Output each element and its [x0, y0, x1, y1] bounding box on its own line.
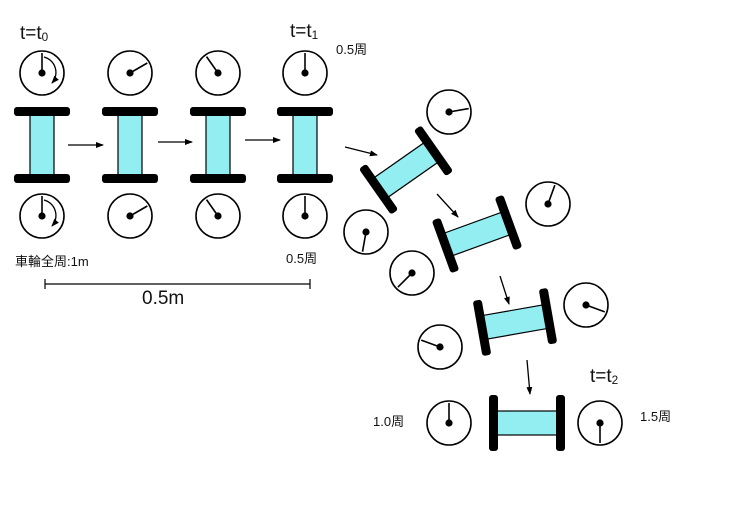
step-arrow: [344, 146, 378, 157]
wheel-bar-bottom: [190, 174, 246, 183]
axle-assembly: [473, 288, 557, 356]
wheel: [525, 181, 571, 227]
wheel-bar-top: [14, 107, 70, 116]
wheel: [282, 193, 328, 239]
wheel-hub: [126, 212, 134, 220]
axle-assembly: [190, 107, 246, 183]
wheel: [417, 324, 463, 370]
axle-shaft: [205, 113, 231, 177]
distance-label: 0.5m: [142, 288, 185, 309]
axle-shaft: [481, 304, 549, 340]
wheel-bar-top: [414, 126, 453, 176]
wheel: [577, 400, 623, 446]
wheel-hub: [214, 212, 222, 220]
axle-shaft: [442, 211, 512, 257]
wheel-bar-bottom: [14, 174, 70, 183]
axle-shaft: [495, 410, 559, 436]
wheel-bar-bottom: [432, 218, 459, 273]
axle-shaft: [117, 113, 143, 177]
wheel: [282, 50, 328, 96]
wheel: [19, 50, 65, 96]
wheel-hub: [126, 69, 134, 77]
axle-shaft: [29, 113, 55, 177]
wheel-hub: [301, 69, 309, 77]
wheel: [343, 209, 389, 255]
axle-assembly: [102, 107, 158, 183]
wheel-hub: [38, 212, 46, 220]
wheel-hub: [544, 200, 552, 208]
wheel: [19, 193, 65, 239]
axle-assembly: [489, 395, 565, 451]
axle-assembly: [432, 195, 522, 273]
step-arrow: [499, 275, 510, 305]
rotation-label-top: 0.5周: [336, 42, 368, 57]
wheel-hub: [436, 343, 444, 351]
wheel-bar-top: [539, 288, 557, 345]
wheel-hub: [214, 69, 222, 77]
wheel-bar-top: [556, 395, 565, 451]
time-label-t0: t=t0: [20, 23, 49, 44]
step-arrow: [436, 193, 459, 218]
time-label-t1: t=t1: [290, 21, 319, 42]
wheel: [426, 89, 472, 135]
wheel-bar-top: [495, 195, 522, 250]
rotation-label-right: 1.5周: [640, 409, 672, 424]
wheel-hub: [362, 228, 370, 236]
wheel-bar-top: [277, 107, 333, 116]
wheel: [389, 250, 435, 296]
wheel-bar-bottom: [102, 174, 158, 183]
axle-shaft: [292, 113, 318, 177]
wheel-bar-top: [190, 107, 246, 116]
clockwise-arc-arrow-icon: [43, 56, 59, 84]
wheel-bar-top: [102, 107, 158, 116]
axle-assembly: [359, 126, 453, 214]
circumference-label: 車輪全周:1m: [15, 254, 89, 269]
wheel: [107, 193, 153, 239]
wheel-hub: [38, 69, 46, 77]
wheel-bar-bottom: [489, 395, 498, 451]
wheel-bar-bottom: [359, 164, 398, 214]
wheel-bar-bottom: [473, 299, 491, 356]
clockwise-arc-arrow-icon: [43, 199, 59, 227]
wheel-hub: [445, 419, 453, 427]
wheel: [107, 50, 153, 96]
wheel-bar-bottom: [277, 174, 333, 183]
wheel-hub: [445, 108, 453, 116]
wheel: [563, 282, 609, 328]
rotation-label-bottom: 0.5周: [286, 251, 318, 266]
time-label-t2: t=t2: [590, 366, 619, 387]
wheel: [426, 400, 472, 446]
wheel-hub: [582, 301, 590, 309]
axle-assembly: [14, 107, 70, 183]
rotation-label-left: 1.0周: [373, 414, 405, 429]
wheel: [195, 193, 241, 239]
wheel-hub: [301, 212, 309, 220]
wheel-hub: [408, 269, 416, 277]
wheel: [195, 50, 241, 96]
wheel-hub: [596, 419, 604, 427]
step-arrow: [526, 359, 533, 395]
axle-assembly: [277, 107, 333, 183]
